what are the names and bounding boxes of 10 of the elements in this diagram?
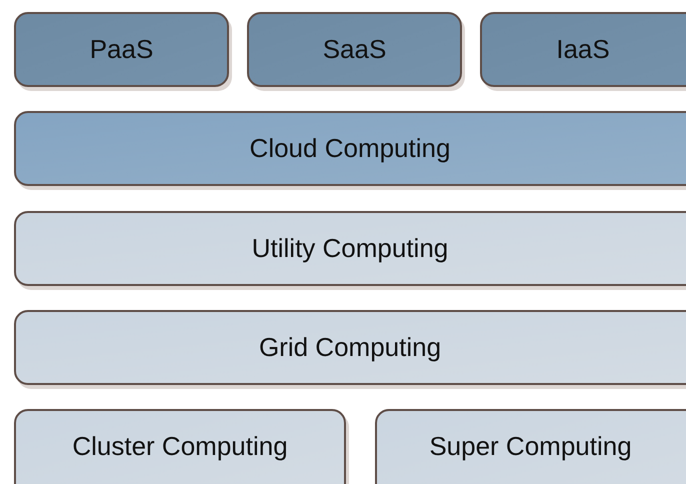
layer-label: IaaS	[556, 33, 610, 66]
layer-label: SaaS	[322, 33, 386, 66]
layer-label: Cloud Computing	[250, 132, 450, 165]
layer-box	[375, 409, 686, 484]
layer-label: Super Computing	[429, 430, 632, 463]
layer-label: PaaS	[90, 33, 154, 66]
layer-box	[14, 409, 346, 484]
layer-label: Utility Computing	[252, 232, 448, 265]
layer-label: Cluster Computing	[72, 430, 288, 463]
layer-label: Grid Computing	[258, 331, 442, 364]
